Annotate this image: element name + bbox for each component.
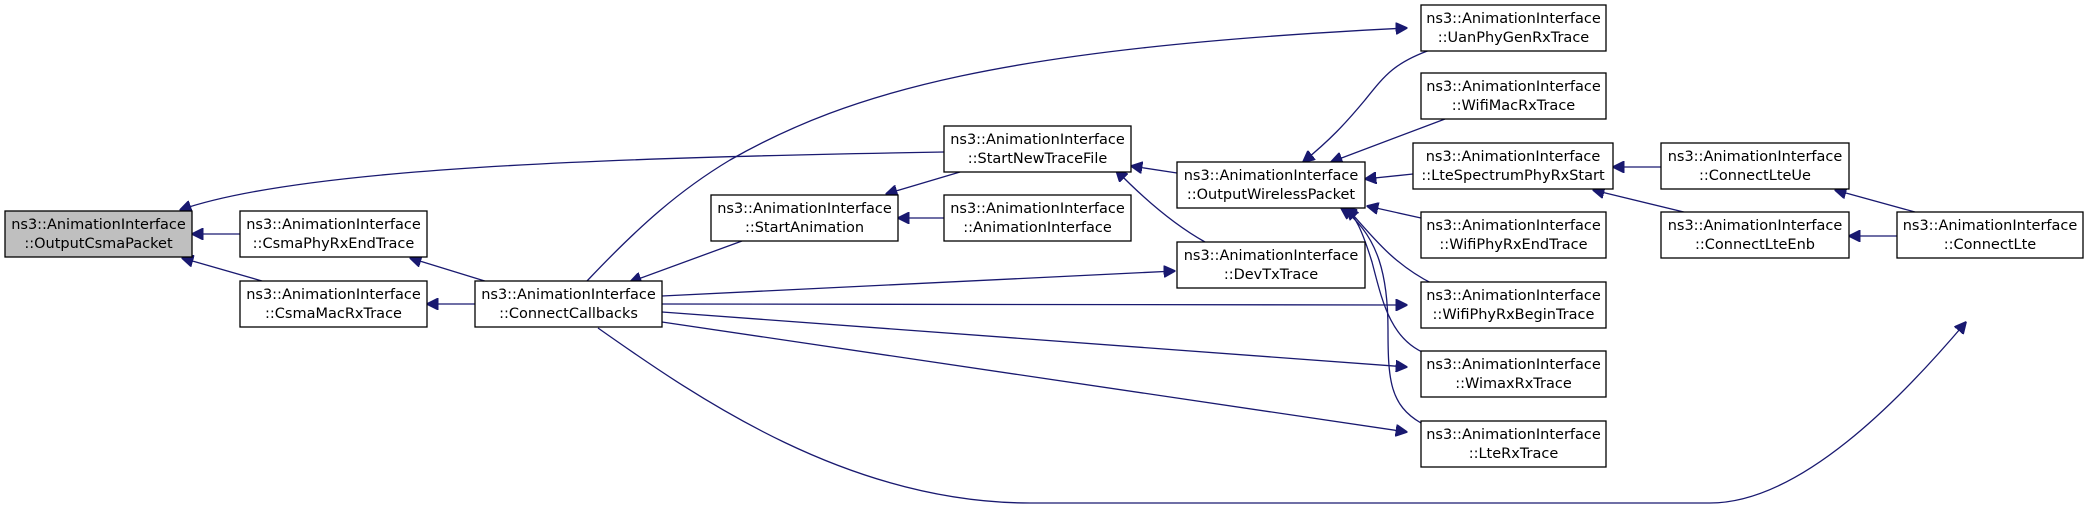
edge-wifi-mac-rx-trace-to-output-wireless-packet xyxy=(1331,118,1446,162)
edge-connect-callbacks-to-wimax-rx-trace xyxy=(661,311,1407,367)
edge-connect-lte-enb-to-lte-spectrum-phy-rx-start xyxy=(1593,190,1693,215)
edge-connect-callbacks-to-csma-phy-rx-end-trace xyxy=(410,258,489,283)
node-label-line1: ns3::AnimationInterface xyxy=(1668,218,1843,234)
edge-start-new-trace-file-to-start-animation xyxy=(886,171,961,194)
edge-uan-phy-gen-rx-trace-to-output-wireless-packet xyxy=(1303,48,1434,162)
edge-start-new-trace-file-to-output-csma-packet xyxy=(180,151,945,210)
edge-connect-lte-to-connect-lte-ue xyxy=(1835,190,1916,213)
node-label-line1: ns3::AnimationInterface xyxy=(1426,218,1601,234)
node-label-line2: ::CsmaPhyRxEndTrace xyxy=(253,236,415,252)
edge-wifi-phy-rx-end-trace-to-output-wireless-packet xyxy=(1367,206,1422,219)
node-output-csma-packet[interactable]: ns3::AnimationInterface ::OutputCsmaPack… xyxy=(4,210,193,258)
node-connect-lte-enb[interactable]: ns3::AnimationInterface ::ConnectLteEnb xyxy=(1660,211,1850,259)
node-label-line2: ::WifiMacRxTrace xyxy=(1452,98,1576,114)
node-label-line2: ::ConnectCallbacks xyxy=(499,306,638,322)
node-label-line1: ns3::AnimationInterface xyxy=(717,201,892,217)
edge-connect-callbacks-to-dev-tx-trace xyxy=(661,271,1175,297)
node-connect-callbacks[interactable]: ns3::AnimationInterface ::ConnectCallbac… xyxy=(474,280,663,328)
node-label-line1: ns3::AnimationInterface xyxy=(11,217,186,233)
node-csma-mac-rx-trace[interactable]: ns3::AnimationInterface ::CsmaMacRxTrace xyxy=(239,280,428,328)
node-label-line1: ns3::AnimationInterface xyxy=(1184,168,1359,184)
node-csma-phy-rx-end-trace[interactable]: ns3::AnimationInterface ::CsmaPhyRxEndTr… xyxy=(239,210,428,258)
node-label-line1: ns3::AnimationInterface xyxy=(1426,79,1601,95)
node-dev-tx-trace[interactable]: ns3::AnimationInterface ::DevTxTrace xyxy=(1176,241,1366,289)
node-wifi-phy-rx-end-trace[interactable]: ns3::AnimationInterface ::WifiPhyRxEndTr… xyxy=(1420,211,1607,259)
node-label-line1: ns3::AnimationInterface xyxy=(950,201,1125,217)
node-label-line2: ::ConnectLteUe xyxy=(1699,168,1811,184)
node-label-line2: ::ConnectLte xyxy=(1944,237,2036,253)
node-wifi-phy-rx-begin-trace[interactable]: ns3::AnimationInterface ::WifiPhyRxBegin… xyxy=(1420,281,1607,329)
node-label-line2: ::UanPhyGenRxTrace xyxy=(1438,30,1590,46)
node-label-line2: ::WimaxRxTrace xyxy=(1455,376,1572,392)
node-wifi-mac-rx-trace[interactable]: ns3::AnimationInterface ::WifiMacRxTrace xyxy=(1420,72,1607,120)
edge-connect-callbacks-to-wifi-phy-rx-begin-trace xyxy=(661,304,1407,305)
node-wimax-rx-trace[interactable]: ns3::AnimationInterface ::WimaxRxTrace xyxy=(1420,350,1607,398)
node-label-line2: ::DevTxTrace xyxy=(1224,267,1318,283)
node-label-line1: ns3::AnimationInterface xyxy=(950,132,1125,148)
node-lte-rx-trace[interactable]: ns3::AnimationInterface ::LteRxTrace xyxy=(1420,420,1607,468)
node-label-line2: ::StartAnimation xyxy=(745,220,864,236)
node-label-line1: ns3::AnimationInterface xyxy=(1426,288,1601,304)
node-label-line2: ::WifiPhyRxEndTrace xyxy=(1439,237,1587,253)
edge-dev-tx-trace-to-start-new-trace-file xyxy=(1116,170,1206,243)
node-label-line2: ::ConnectLteEnb xyxy=(1695,237,1815,253)
node-label-line2: ::OutputCsmaPacket xyxy=(24,236,173,252)
node-output-wireless-packet[interactable]: ns3::AnimationInterface ::OutputWireless… xyxy=(1176,161,1366,209)
node-start-new-trace-file[interactable]: ns3::AnimationInterface ::StartNewTraceF… xyxy=(943,125,1132,173)
node-label-line1: ns3::AnimationInterface xyxy=(246,217,421,233)
edge-connect-callbacks-to-connect-lte xyxy=(597,322,1966,504)
edge-start-animation-to-connect-callbacks xyxy=(630,240,743,282)
node-label-line2: ::CsmaMacRxTrace xyxy=(265,306,402,322)
node-label-line1: ns3::AnimationInterface xyxy=(1426,11,1601,27)
node-label-line1: ns3::AnimationInterface xyxy=(246,287,421,303)
node-uan-phy-gen-rx-trace[interactable]: ns3::AnimationInterface ::UanPhyGenRxTra… xyxy=(1420,4,1607,52)
edges xyxy=(180,28,1966,504)
node-label-line2: ::AnimationInterface xyxy=(963,220,1112,236)
node-label-line1: ns3::AnimationInterface xyxy=(1184,248,1359,264)
node-label-line1: ns3::AnimationInterface xyxy=(1668,149,1843,165)
edge-connect-callbacks-to-lte-rx-trace xyxy=(661,321,1407,432)
edge-csma-mac-rx-trace-to-output-csma-packet xyxy=(182,258,263,282)
edge-output-wireless-packet-to-start-new-trace-file xyxy=(1131,166,1178,173)
node-connect-lte[interactable]: ns3::AnimationInterface ::ConnectLte xyxy=(1896,211,2084,259)
node-label-line1: ns3::AnimationInterface xyxy=(1426,427,1601,443)
node-label-line2: ::OutputWirelessPacket xyxy=(1187,187,1356,203)
node-label-line1: ns3::AnimationInterface xyxy=(1903,218,2078,234)
edge-lte-rx-trace-to-output-wireless-packet xyxy=(1341,208,1422,424)
node-label-line2: ::StartNewTraceFile xyxy=(968,151,1108,167)
edge-lte-spectrum-phy-rx-start-to-output-wireless-packet xyxy=(1365,174,1414,179)
edge-connect-callbacks-to-uan-phy-gen-rx-trace xyxy=(586,28,1407,282)
node-label-line1: ns3::AnimationInterface xyxy=(481,287,656,303)
node-lte-spectrum-phy-rx-start[interactable]: ns3::AnimationInterface ::LteSpectrumPhy… xyxy=(1412,142,1614,190)
node-start-animation[interactable]: ns3::AnimationInterface ::StartAnimation xyxy=(710,194,899,242)
node-label-line1: ns3::AnimationInterface xyxy=(1426,357,1601,373)
node-label-line2: ::LteSpectrumPhyRxStart xyxy=(1421,168,1605,184)
node-label-line1: ns3::AnimationInterface xyxy=(1426,149,1601,165)
node-connect-lte-ue[interactable]: ns3::AnimationInterface ::ConnectLteUe xyxy=(1660,142,1850,190)
node-label-line2: ::WifiPhyRxBeginTrace xyxy=(1433,307,1595,323)
node-animation-interface[interactable]: ns3::AnimationInterface ::AnimationInter… xyxy=(943,194,1132,242)
node-label-line2: ::LteRxTrace xyxy=(1469,446,1559,462)
